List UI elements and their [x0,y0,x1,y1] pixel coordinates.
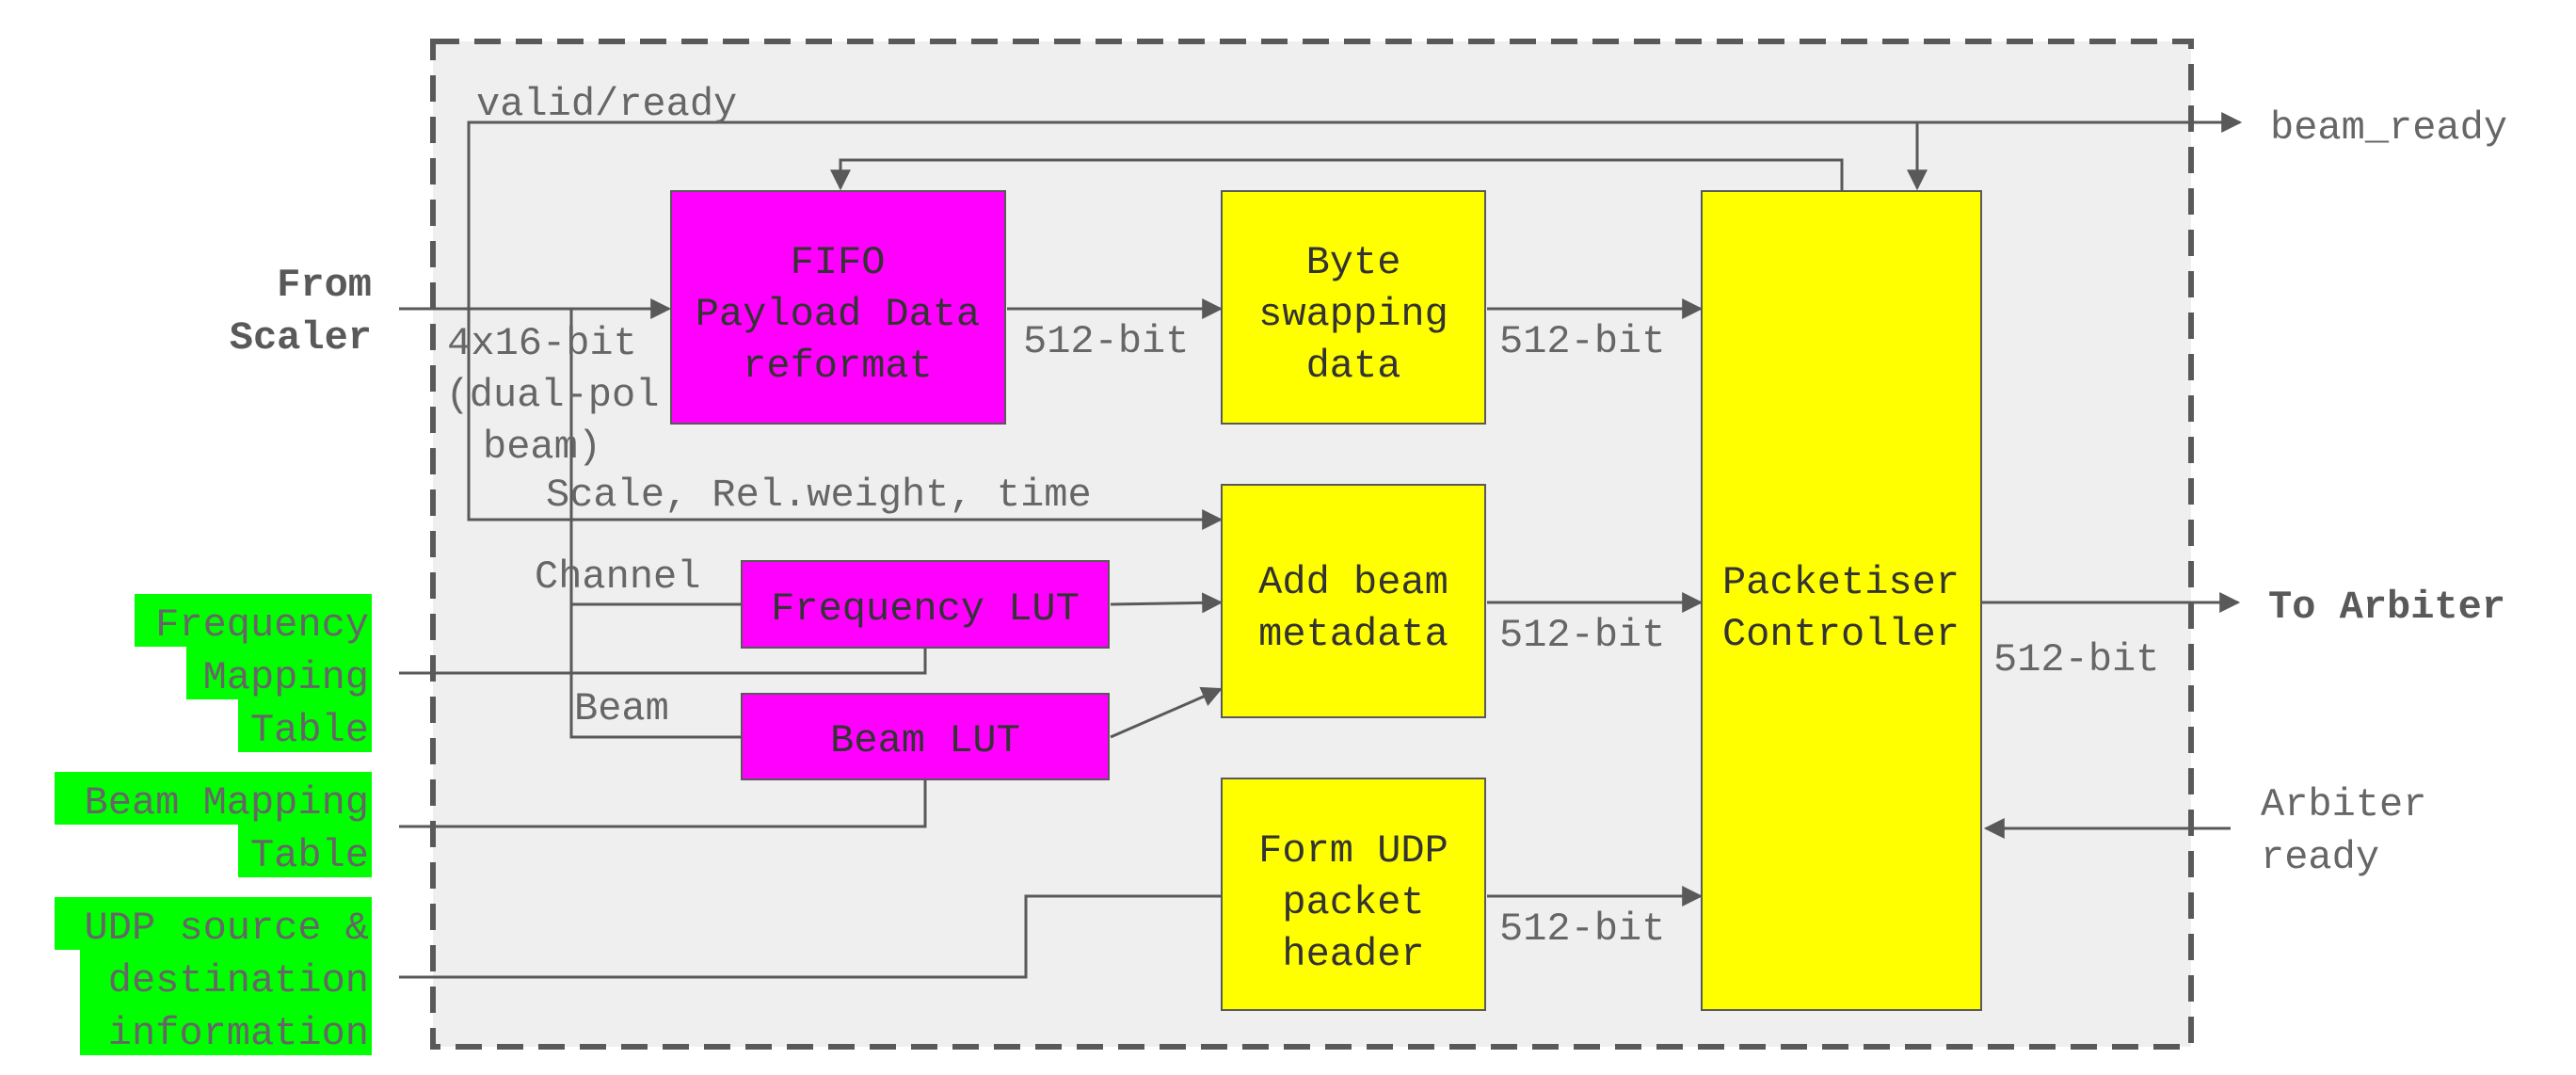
beam-mapping-table: Beam Mapping Table [55,772,372,878]
freq-lut-label: Frequency LUT [771,586,1080,632]
freq-lut-block: Frequency LUT [741,560,1110,649]
input-width-label-1: 4x16-bit [447,321,637,366]
beam-ready-label: beam_ready [2270,105,2507,151]
packetiser-block: Packetiser Controller [1701,190,1982,1011]
bus-out-label: 512-bit [1993,637,2159,682]
beam-table-line [399,779,927,828]
beam-lut-block: Beam LUT [741,693,1110,780]
add-meta-block: Add beam metadata [1221,484,1486,718]
freq-table-label-1: Frequency [155,602,369,648]
channel-label: Channel [535,554,700,600]
fifo-label-1: FIFO [791,240,886,285]
udp-info-table: UDP source & destination information [55,897,372,1056]
bus-byte-pkt-label: 512-bit [1499,319,1665,364]
udp-info-line [399,894,1221,979]
input-width-label-2: (dual-pol [446,373,660,418]
scale-weight-time-label: Scale, Rel.weight, time [546,473,1092,518]
freq-table-line [399,648,927,675]
udp-info-label-1: UDP source & [85,906,369,951]
fifo-label-3: reformat [743,344,933,389]
byte-swap-label-2: swapping [1258,292,1448,337]
from-scaler-label-2: Scaler [230,315,372,361]
beam-table-label-1: Beam Mapping [85,780,369,826]
bus-fifo-byte-label: 512-bit [1023,319,1189,364]
udp-header-label-1: Form UDP [1258,828,1448,874]
byte-swap-block: Byte swapping data [1221,190,1486,425]
beam-lut-label: Beam LUT [830,718,1020,763]
bus-meta-pkt-label: 512-bit [1499,613,1665,658]
arbiter-ready-label-2: ready [2261,835,2379,880]
freqlut-to-meta [1110,592,1224,614]
udp-header-label-2: packet [1282,880,1424,925]
valid-ready-line [467,112,2243,521]
udp-info-label-3: information [108,1011,369,1056]
packetiser-to-fifo-feedback [830,158,1844,191]
udp-header-block: Form UDP packet header [1221,778,1486,1011]
beam-table-label-2: Table [250,833,369,878]
freq-table-label-2: Mapping [203,655,369,700]
input-width-label-3: beam) [483,425,601,470]
freq-table-label-3: Table [250,708,369,753]
beamlut-to-meta [1110,686,1224,739]
arbiter-ready-label-1: Arbiter [2261,782,2426,827]
packetiser-label-2: Controller [1722,612,1960,657]
udp-header-label-3: header [1282,932,1424,977]
fifo-label-2: Payload Data [696,292,980,337]
bus-udp-pkt-label: 512-bit [1499,907,1665,952]
to-arbiter-label: To Arbiter [2268,585,2505,630]
scaler-tap-line [569,309,742,739]
add-meta-label-2: metadata [1258,612,1448,657]
add-meta-label-1: Add beam [1258,560,1448,605]
freq-mapping-table: Frequency Mapping Table [135,594,372,753]
beam-label: Beam [574,686,669,731]
byte-swap-label-1: Byte [1306,240,1401,285]
packetiser-label-1: Packetiser [1722,560,1960,605]
udp-info-label-2: destination [108,958,369,1003]
byte-swap-label-3: data [1306,344,1401,389]
fifo-block: FIFO Payload Data reformat [670,190,1006,425]
from-scaler-label-1: From [277,263,372,308]
valid-ready-label: valid/ready [476,82,737,127]
